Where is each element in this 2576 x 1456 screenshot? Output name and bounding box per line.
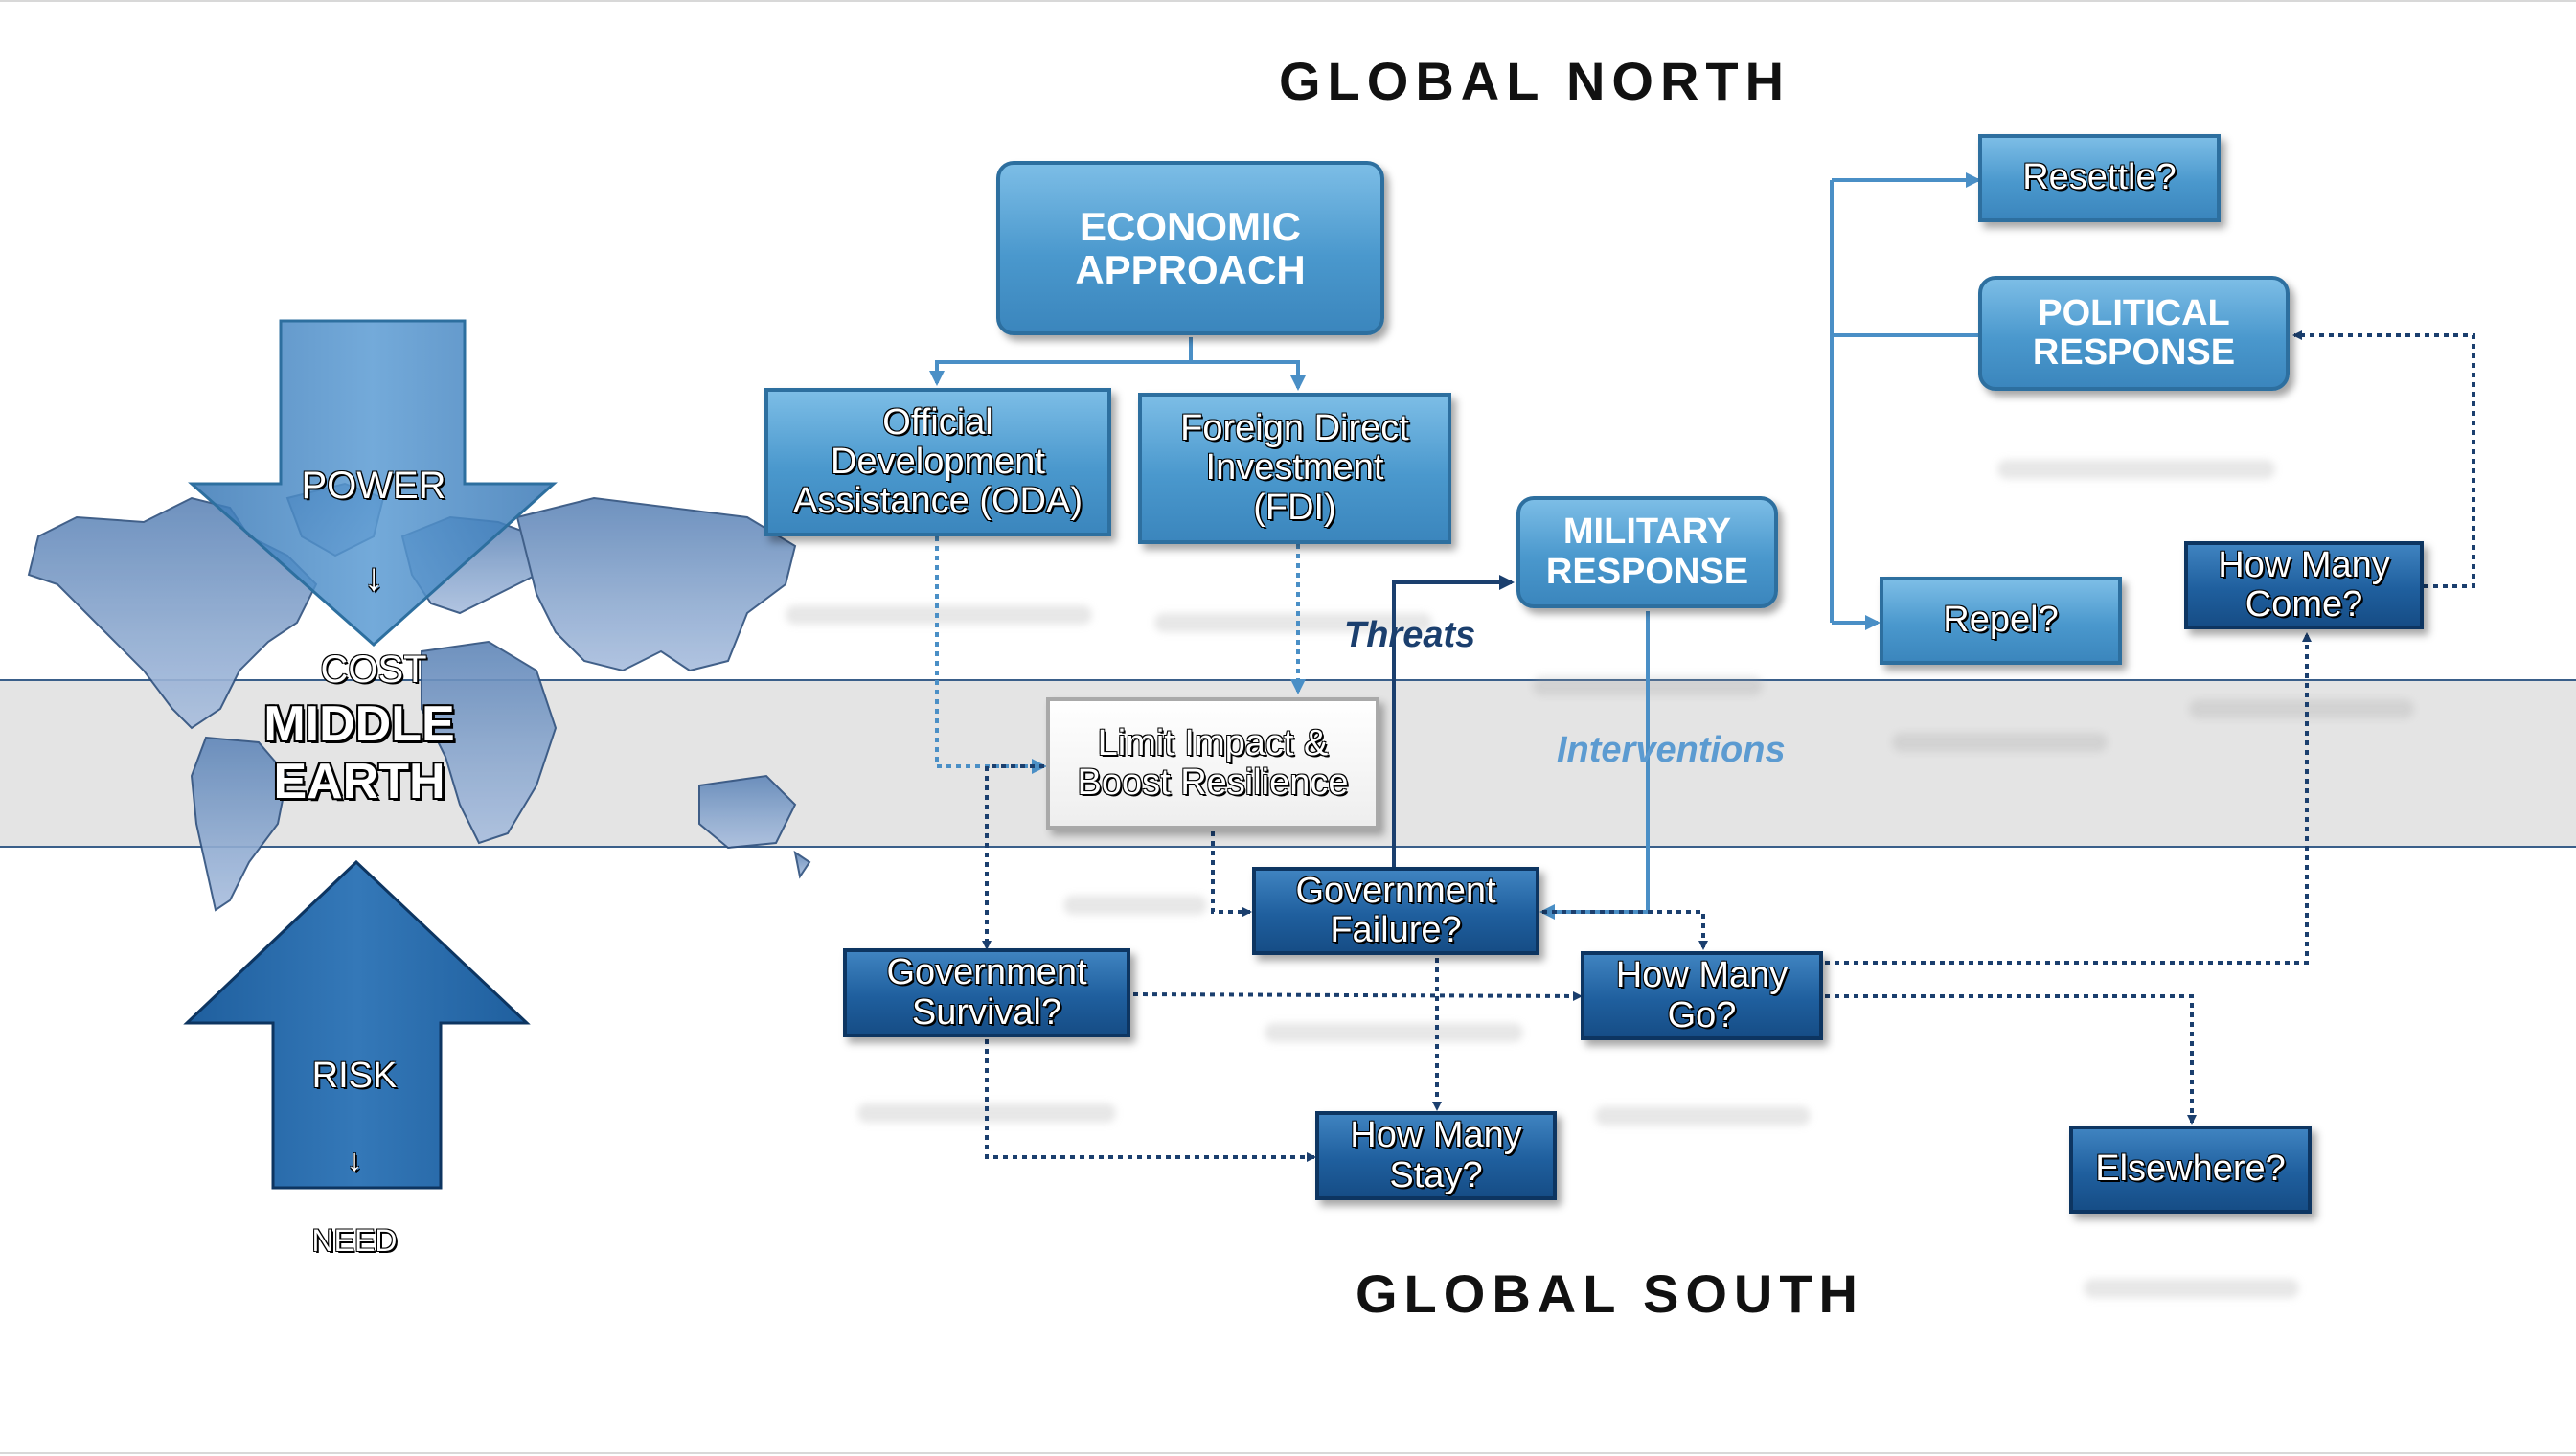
elsewhere-box: Elsewhere?: [2069, 1126, 2312, 1214]
top-rule: [0, 0, 2576, 2]
shadow-smudge: [1154, 613, 1432, 632]
government-survival-box: Government Survival?: [843, 948, 1130, 1037]
up-arrow-symbol: ↓: [347, 1142, 362, 1177]
power-label: POWER: [301, 465, 446, 507]
political-response-box: POLITICAL RESPONSE: [1978, 276, 2290, 391]
shadow-smudge: [1265, 1023, 1523, 1042]
go-to-elsewhere-connector: [1825, 994, 2197, 1125]
threats-label: Threats: [1344, 615, 1476, 655]
need-label: NEED: [311, 1222, 398, 1258]
global-north-heading: GLOBAL NORTH: [1279, 51, 1791, 111]
shadow-smudge: [1892, 733, 2108, 752]
economic-approach-box: ECONOMIC APPROACH: [996, 161, 1384, 335]
limit-impact-box: Limit Impact & Boost Resilience: [1046, 697, 1379, 830]
oda-to-limit-connector: [935, 536, 1047, 774]
limit-to-failure-connector: [1211, 831, 1252, 917]
come-to-political-connector: [2292, 330, 2475, 588]
resettle-box: Resettle?: [1978, 134, 2221, 222]
survival-to-go-connector: [1132, 990, 1583, 1001]
how-many-go-box: How Many Go?: [1581, 951, 1823, 1040]
failure-to-go-connector: [1542, 910, 1708, 950]
shadow-smudge: [857, 1103, 1116, 1123]
go-to-come-connector: [1825, 632, 2312, 965]
bottom-rule: [0, 1452, 2576, 1454]
limit-to-survival-connector: [982, 764, 1044, 950]
global-south-heading: GLOBAL SOUTH: [1356, 1263, 1864, 1324]
down-arrow-symbol: ↓: [364, 557, 383, 599]
fdi-box: Foreign Direct Investment (FDI): [1138, 393, 1451, 544]
shadow-smudge: [2189, 699, 2414, 718]
how-many-come-box: How Many Come?: [2184, 541, 2424, 629]
how-many-stay-box: How Many Stay?: [1315, 1111, 1557, 1200]
cost-label: COST: [320, 648, 427, 691]
risk-need-label: RISK ↓ NEED: [283, 1011, 426, 1303]
risk-need-arrow: [183, 859, 531, 1190]
survival-to-stay-connector: [985, 1039, 1316, 1162]
shadow-smudge: [2084, 1279, 2299, 1298]
interventions-label: Interventions: [1557, 730, 1786, 770]
risk-label: RISK: [311, 1055, 398, 1096]
shadow-smudge: [1997, 460, 2275, 479]
oda-box: Official Development Assistance (ODA): [764, 388, 1111, 536]
military-response-box: MILITARY RESPONSE: [1516, 496, 1778, 608]
economic-connectors: [929, 337, 1306, 391]
power-cost-label: POWER ↓ COST: [287, 417, 460, 739]
repel-box: Repel?: [1880, 577, 2122, 665]
government-failure-box: Government Failure?: [1252, 867, 1539, 955]
power-cost-arrow: [188, 319, 558, 648]
shadow-smudge: [1595, 1106, 1811, 1126]
middle-earth-label: MIDDLE EARTH: [263, 696, 455, 809]
shadow-smudge: [1063, 896, 1207, 915]
threats-connector: [1392, 575, 1515, 870]
